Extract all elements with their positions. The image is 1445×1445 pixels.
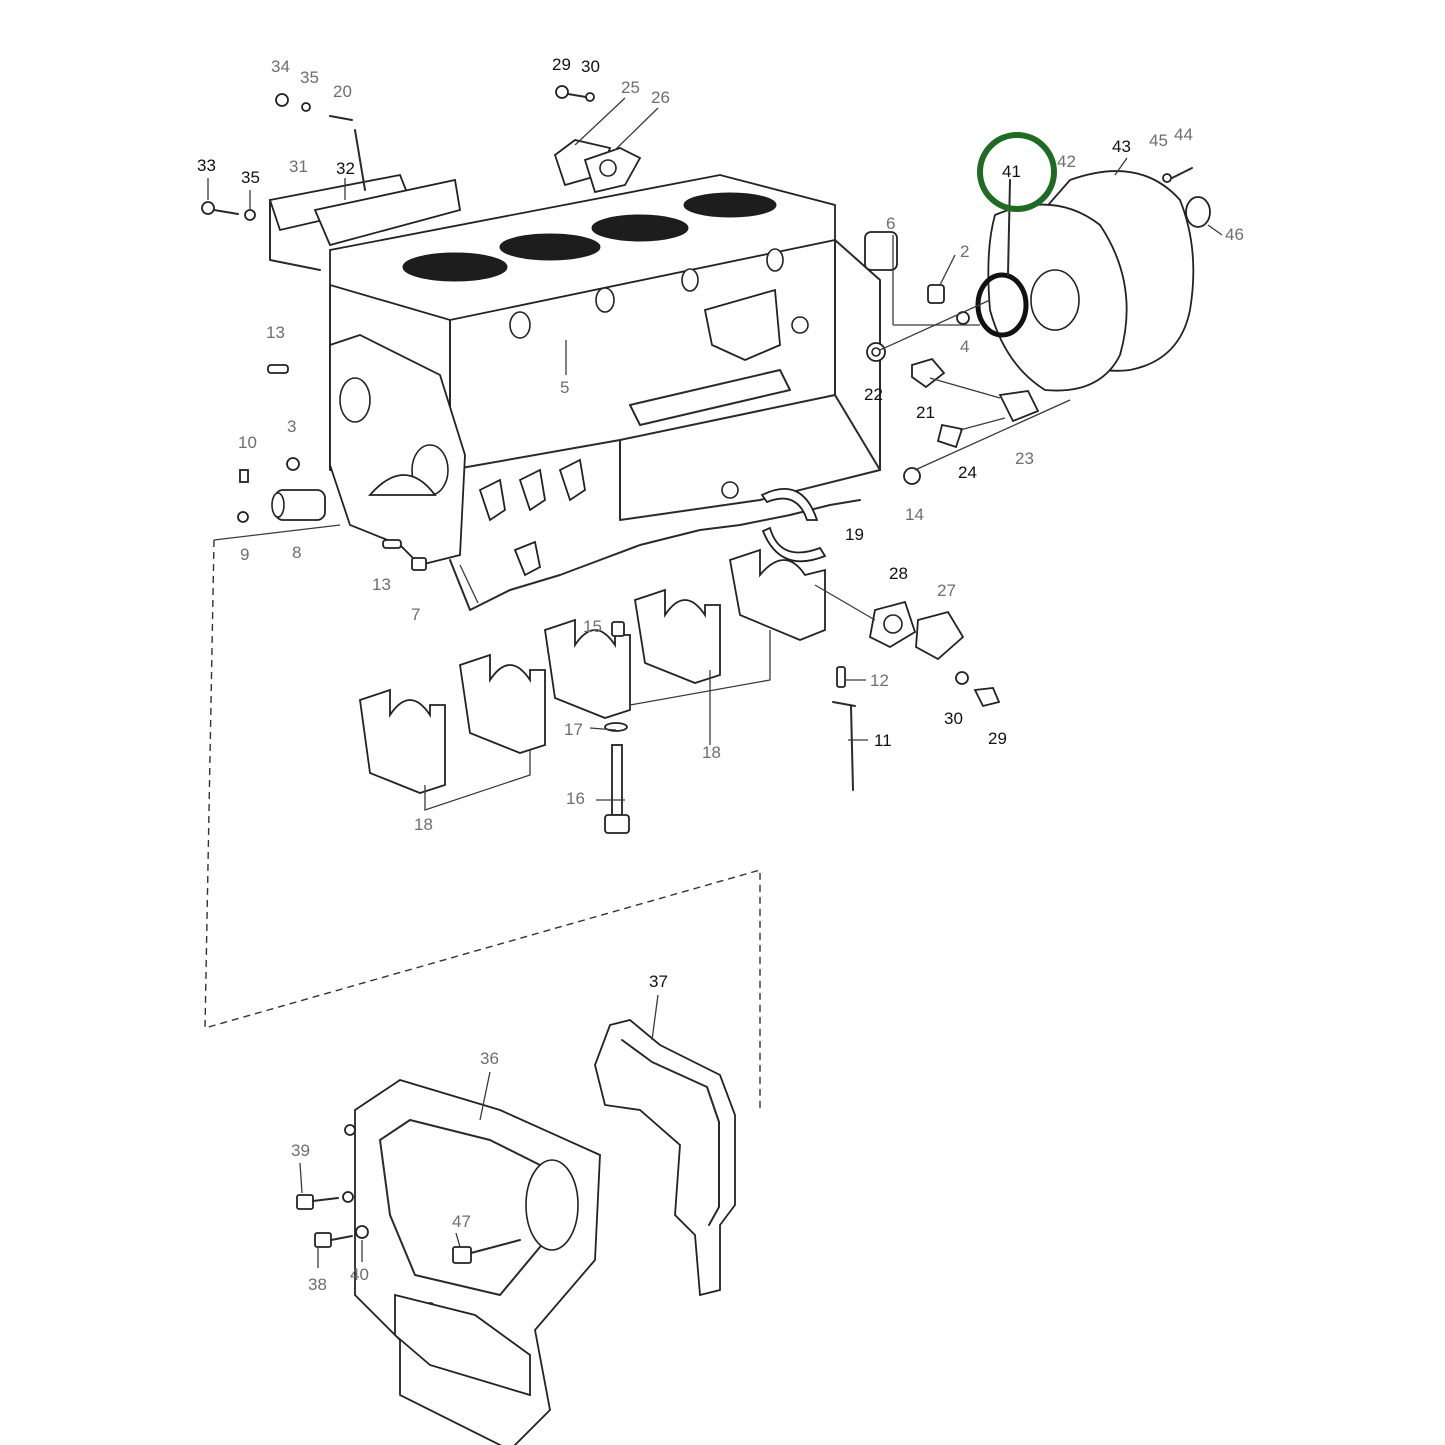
- bolts-38-39-40-47: [296, 1191, 521, 1264]
- callout-18: 18: [702, 743, 721, 762]
- callout-28: 28: [889, 564, 908, 583]
- left-cover-gaskets: [268, 129, 462, 271]
- callout-21: 21: [916, 403, 935, 422]
- callout-34: 34: [271, 57, 290, 76]
- washer-35-left: [244, 209, 256, 221]
- callout-12: 12: [870, 671, 889, 690]
- callout-9: 9: [240, 545, 249, 564]
- callout-27: 27: [937, 581, 956, 600]
- callout-44: 44: [1174, 125, 1193, 144]
- callout-31: 31: [289, 157, 308, 176]
- callout-24: 24: [958, 463, 977, 482]
- callout-47: 47: [452, 1212, 471, 1231]
- oil-pump-8: [237, 364, 427, 571]
- callout-6: 6: [886, 214, 895, 233]
- engine-plate-36: [344, 1079, 601, 1445]
- leader-lines: [207, 97, 1223, 1268]
- callout-17: 17: [564, 720, 583, 739]
- highlight-circle-41: [977, 132, 1057, 212]
- gasket-37: [594, 1019, 736, 1297]
- callout-19: 19: [845, 525, 864, 544]
- dowel-15: [611, 621, 625, 637]
- cover-plates-25-26: [553, 85, 642, 194]
- cover-plates-27-28: [814, 584, 1001, 708]
- engine-block: [329, 174, 881, 577]
- nut-34: [275, 93, 289, 107]
- callout-46: 46: [1225, 225, 1244, 244]
- callout-23: 23: [1015, 449, 1034, 468]
- callout-45: 45: [1149, 131, 1168, 150]
- callout-30: 30: [944, 709, 963, 728]
- bracket-46: [1185, 196, 1211, 228]
- callout-15: 15: [583, 617, 602, 636]
- callout-13: 13: [372, 575, 391, 594]
- callout-42: 42: [1057, 152, 1076, 171]
- callout-8: 8: [292, 543, 301, 562]
- callout-43: 43: [1112, 137, 1131, 156]
- callout-38: 38: [308, 1275, 327, 1294]
- callout-35: 35: [241, 168, 260, 187]
- callout-39: 39: [291, 1141, 310, 1160]
- callout-3: 3: [287, 417, 296, 436]
- bolt-16: [604, 722, 630, 834]
- callout-4: 4: [960, 337, 969, 356]
- callout-26: 26: [651, 88, 670, 107]
- washer-35-top: [301, 102, 311, 112]
- callout-22: 22: [864, 385, 883, 404]
- exploded-guide-lines: [204, 539, 761, 1110]
- callout-35: 35: [300, 68, 319, 87]
- callout-18: 18: [414, 815, 433, 834]
- callout-41: 41: [1002, 162, 1021, 181]
- callout-29: 29: [988, 729, 1007, 748]
- callout-36: 36: [480, 1049, 499, 1068]
- callout-7: 7: [411, 605, 420, 624]
- callout-37: 37: [649, 972, 668, 991]
- callout-25: 25: [621, 78, 640, 97]
- callout-10: 10: [238, 433, 257, 452]
- callout-33: 33: [197, 156, 216, 175]
- bearing-caps-18: [359, 548, 826, 811]
- front-plate: [329, 334, 466, 566]
- callout-14: 14: [905, 505, 924, 524]
- callout-16: 16: [566, 789, 585, 808]
- callout-13: 13: [266, 323, 285, 342]
- callout-30: 30: [581, 57, 600, 76]
- stud-20: [329, 115, 353, 121]
- bolt-33: [201, 201, 239, 215]
- callout-labels: 34 35 20 33 35 31 32 29 30 25 26 41 42 4…: [197, 55, 1244, 1294]
- seal-19: [760, 487, 827, 563]
- callout-29: 29: [552, 55, 571, 74]
- callout-11: 11: [874, 731, 892, 750]
- callout-40: 40: [350, 1265, 369, 1284]
- rear-housing-42: [987, 203, 1128, 392]
- callout-2: 2: [960, 242, 969, 261]
- callout-20: 20: [333, 82, 352, 101]
- callout-5: 5: [560, 378, 569, 397]
- callout-32: 32: [336, 159, 355, 178]
- dipstick-11: [832, 666, 856, 791]
- fittings-right: [864, 231, 1071, 485]
